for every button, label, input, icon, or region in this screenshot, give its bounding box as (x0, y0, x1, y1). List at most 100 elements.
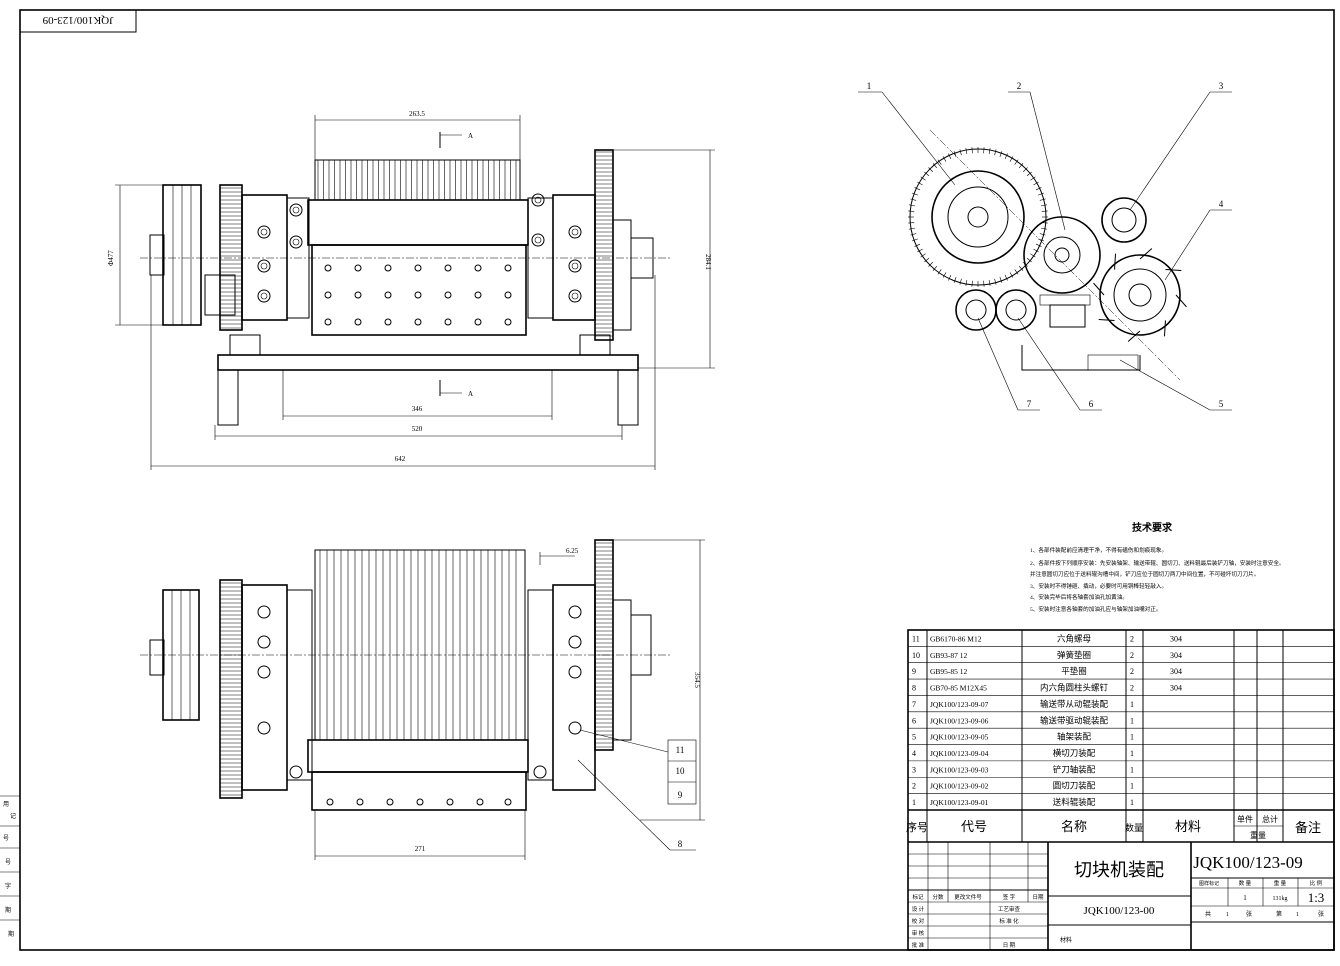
gear-tooth (917, 181, 923, 186)
tb-label: 校 对 (912, 917, 925, 925)
bolt-hole (504, 264, 512, 272)
tb-label: 审 核 (912, 929, 925, 937)
tb-weight: 131kg (1273, 896, 1288, 902)
bom-cell-code: JQK100/123-09-07 (930, 700, 989, 709)
bearing-bolt (568, 665, 582, 679)
bom-cell-no: 7 (912, 700, 916, 709)
bearing-bolt (289, 235, 303, 249)
tb-label: 重 量 (1274, 879, 1287, 887)
bolt-hole (474, 318, 482, 326)
strip-label: 号 (5, 859, 11, 866)
tb-qty: 1 (1243, 894, 1247, 902)
bolt-hole (324, 264, 332, 272)
gear-tooth (971, 147, 973, 154)
gear-tooth (953, 151, 957, 157)
bearing-bolt (257, 721, 271, 735)
cutter-blade (1163, 320, 1166, 337)
bottom-view: 6.25 354.5 271 11 10 9 8 (140, 539, 705, 860)
bolt-hole (416, 798, 424, 806)
bearing-bolt-core (571, 262, 579, 270)
bom-cell-no: 11 (912, 635, 920, 644)
technical-requirements: 技术要求 1、各部件装配前应清理干净，不得有磕伤和划痕现象。 2、各部件按下列顺… (1030, 521, 1285, 613)
bearing-bolt-core (292, 206, 300, 214)
gear-tooth (1026, 171, 1032, 177)
bom-cell-qty: 2 (1130, 651, 1134, 660)
bom-cell-code: GB95-85 12 (930, 667, 968, 676)
bearing-bolt (257, 259, 271, 273)
bolt-hole (414, 264, 422, 272)
bom-header-qty: 数量 (1125, 822, 1143, 833)
callout-10: 10 (676, 766, 686, 776)
bom-header-no: 序号 (906, 820, 928, 834)
bearing-bolt-core (534, 196, 542, 204)
gear-tooth (909, 204, 916, 207)
tb-label: 签 字 (1003, 893, 1016, 901)
gear-tooth (914, 243, 921, 247)
bom-cell-qty: 1 (1130, 733, 1134, 742)
gear-tooth (1023, 167, 1028, 172)
dim-354: 354.5 (693, 672, 701, 688)
gear-tooth (999, 151, 1003, 157)
section-a-top: A (468, 132, 473, 140)
dim-6-25: 6.25 (566, 547, 579, 555)
dim-height: 284.1 (704, 254, 712, 270)
gear-tooth (1030, 176, 1036, 181)
tb-label: 第 (1276, 910, 1282, 918)
gear-tooth (942, 156, 947, 162)
gear-tooth (1041, 210, 1048, 212)
bolt-hole (444, 318, 452, 326)
cutter-blade (1139, 248, 1153, 260)
drawing-number: JQK100/123-09 (1193, 853, 1303, 872)
bearing-bolt-core (260, 228, 268, 236)
tb-label: 标 准 化 (999, 917, 1019, 925)
gear-tooth (908, 222, 915, 224)
side-section-view: 1 2 3 4 5 6 7 (858, 81, 1232, 411)
strip-label: 记 (10, 813, 16, 820)
cutter-blade (1114, 253, 1117, 270)
tb-label: 比 例 (1310, 879, 1323, 887)
gear-tooth (1040, 204, 1047, 207)
tb-label: 数 量 (1239, 879, 1252, 887)
bolt-hole (356, 798, 364, 806)
strip-label: 号 (3, 835, 9, 842)
tech-req-line: 4、安装完毕后将各轴套加油孔加黄油。 (1030, 593, 1128, 601)
gear-tooth (912, 238, 918, 242)
gear-tooth (909, 227, 916, 230)
bearing-bolt-core (571, 228, 579, 236)
callout-4: 4 (1219, 199, 1224, 209)
dim-phi: Φ477 (107, 250, 115, 266)
bolt-hole (444, 264, 452, 272)
bearing-bolt (289, 203, 303, 217)
strip-label: 期 (8, 930, 14, 938)
tb-material-label: 材料 (1060, 936, 1072, 944)
tb-label: 图样标记 (1199, 880, 1219, 887)
tb-label: 张 (1246, 910, 1252, 918)
bom-cell-code: GB93-87 12 (930, 651, 968, 660)
bottom-callouts: 11 10 9 8 (577, 729, 697, 851)
gear-tooth (914, 187, 921, 191)
cross-cutter (1099, 254, 1181, 336)
tb-label: 设 计 (912, 905, 925, 913)
gear-tooth (1038, 192, 1044, 196)
bom-header-remark: 备注 (1295, 820, 1321, 835)
callout-5: 5 (1219, 399, 1224, 409)
bom-cell-qty: 1 (1130, 782, 1134, 791)
bolt-hole (354, 318, 362, 326)
gear-tooth (983, 147, 985, 154)
gear-tooth (953, 277, 957, 283)
bom-cell-name: 内六角圆柱头螺钉 (1040, 683, 1109, 693)
bearing-bolt (257, 605, 271, 619)
bom-cell-qty: 1 (1130, 798, 1134, 807)
bom-cell-name: 圆切刀装配 (1053, 781, 1096, 791)
bearing-bolt (568, 605, 582, 619)
strip-label: 用 (3, 801, 9, 808)
bom-cell-name: 铲刀轴装配 (1053, 764, 1096, 774)
gear-tooth (948, 153, 952, 160)
right-bearing-housing (552, 194, 596, 321)
bolt-hole (474, 291, 482, 299)
cutter-blade (1098, 318, 1115, 321)
gear-tooth (1009, 272, 1014, 278)
bolt-hole (504, 291, 512, 299)
gear-tooth (1035, 187, 1042, 191)
